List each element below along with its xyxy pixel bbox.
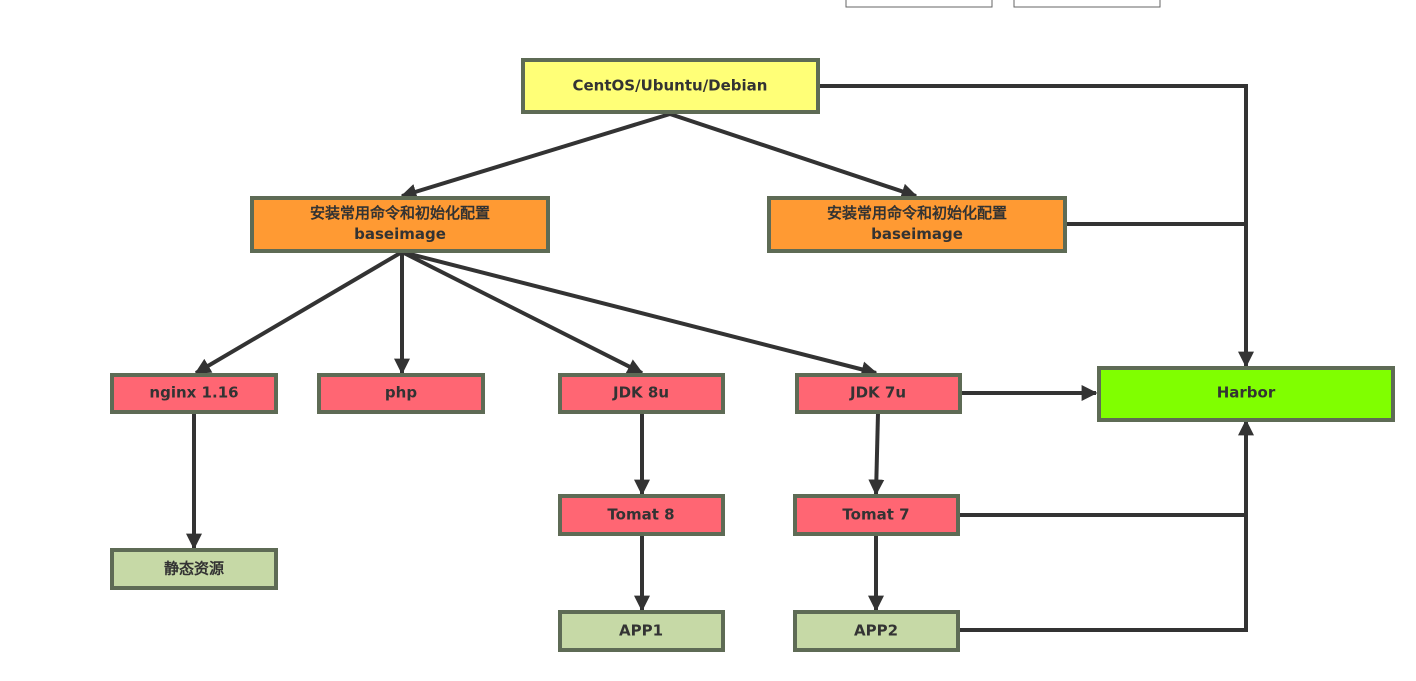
node-baseimage-right: 安装常用命令和初始化配置 baseimage bbox=[767, 196, 1067, 253]
app1-line-0: APP1 bbox=[619, 622, 663, 640]
edges bbox=[186, 84, 1254, 632]
php-line-0: php bbox=[385, 384, 417, 402]
node-jdk8-label: JDK 8u bbox=[612, 384, 669, 402]
nginx-line-0: nginx 1.16 bbox=[149, 384, 238, 402]
node-os-label: CentOS/Ubuntu/Debian bbox=[573, 77, 768, 95]
edge-os-to-base-left bbox=[400, 112, 671, 200]
node-app2-label: APP2 bbox=[854, 622, 898, 640]
node-jdk7-label: JDK 7u bbox=[849, 384, 906, 402]
node-app2: APP2 bbox=[793, 610, 960, 652]
node-harbor: Harbor bbox=[1097, 366, 1395, 422]
tomcat8-line-0: Tomat 8 bbox=[607, 506, 674, 524]
edge-jdk7-to-tomcat7 bbox=[868, 412, 885, 496]
jdk7-line-0: JDK 7u bbox=[849, 384, 906, 402]
app2-line-0: APP2 bbox=[854, 622, 898, 640]
node-jdk7: JDK 7u bbox=[795, 373, 962, 414]
node-app1-label: APP1 bbox=[619, 622, 663, 640]
node-php-label: php bbox=[385, 384, 417, 402]
node-nginx: nginx 1.16 bbox=[110, 373, 278, 414]
base_left-line-0: 安装常用命令和初始化配置 bbox=[310, 204, 490, 222]
harbor-line-0: Harbor bbox=[1217, 384, 1276, 402]
tomcat7-line-0: Tomat 7 bbox=[842, 506, 909, 524]
node-tomcat8: Tomat 8 bbox=[558, 494, 725, 536]
edge-os-to-base-right bbox=[669, 112, 918, 200]
edge-base-to-nginx bbox=[194, 250, 404, 375]
node-nginx-label: nginx 1.16 bbox=[149, 384, 238, 402]
node-tomcat7-label: Tomat 7 bbox=[842, 506, 909, 524]
node-tomcat8-label: Tomat 8 bbox=[607, 506, 674, 524]
os-line-0: CentOS/Ubuntu/Debian bbox=[573, 77, 768, 95]
node-harbor-label: Harbor bbox=[1217, 384, 1276, 402]
jdk8-line-0: JDK 8u bbox=[612, 384, 669, 402]
edge-app2-to-harbor bbox=[958, 419, 1254, 632]
base_right-line-1: baseimage bbox=[871, 225, 963, 243]
edge-base-to-jdk8 bbox=[401, 250, 644, 375]
node-jdk8: JDK 8u bbox=[558, 373, 725, 414]
edge-os-to-harbor bbox=[818, 84, 1254, 368]
static-line-0: 静态资源 bbox=[164, 560, 224, 578]
node-tomcat7: Tomat 7 bbox=[793, 494, 960, 536]
edge-base-to-jdk7 bbox=[401, 250, 878, 378]
node-php: php bbox=[317, 373, 485, 414]
node-baseimage-left: 安装常用命令和初始化配置 baseimage bbox=[250, 196, 550, 253]
node-os: CentOS/Ubuntu/Debian bbox=[521, 58, 820, 114]
base_right-line-0: 安装常用命令和初始化配置 bbox=[827, 204, 1007, 222]
top-partial-box-right bbox=[1013, 0, 1161, 8]
node-app1: APP1 bbox=[558, 610, 725, 652]
node-baseimage-left-label: 安装常用命令和初始化配置 baseimage bbox=[310, 204, 490, 243]
node-baseimage-right-label: 安装常用命令和初始化配置 baseimage bbox=[827, 204, 1007, 243]
node-static-resources: 静态资源 bbox=[110, 548, 278, 590]
node-static-resources-label: 静态资源 bbox=[164, 560, 224, 578]
top-partial-box-left bbox=[845, 0, 993, 8]
base_left-line-1: baseimage bbox=[354, 225, 446, 243]
